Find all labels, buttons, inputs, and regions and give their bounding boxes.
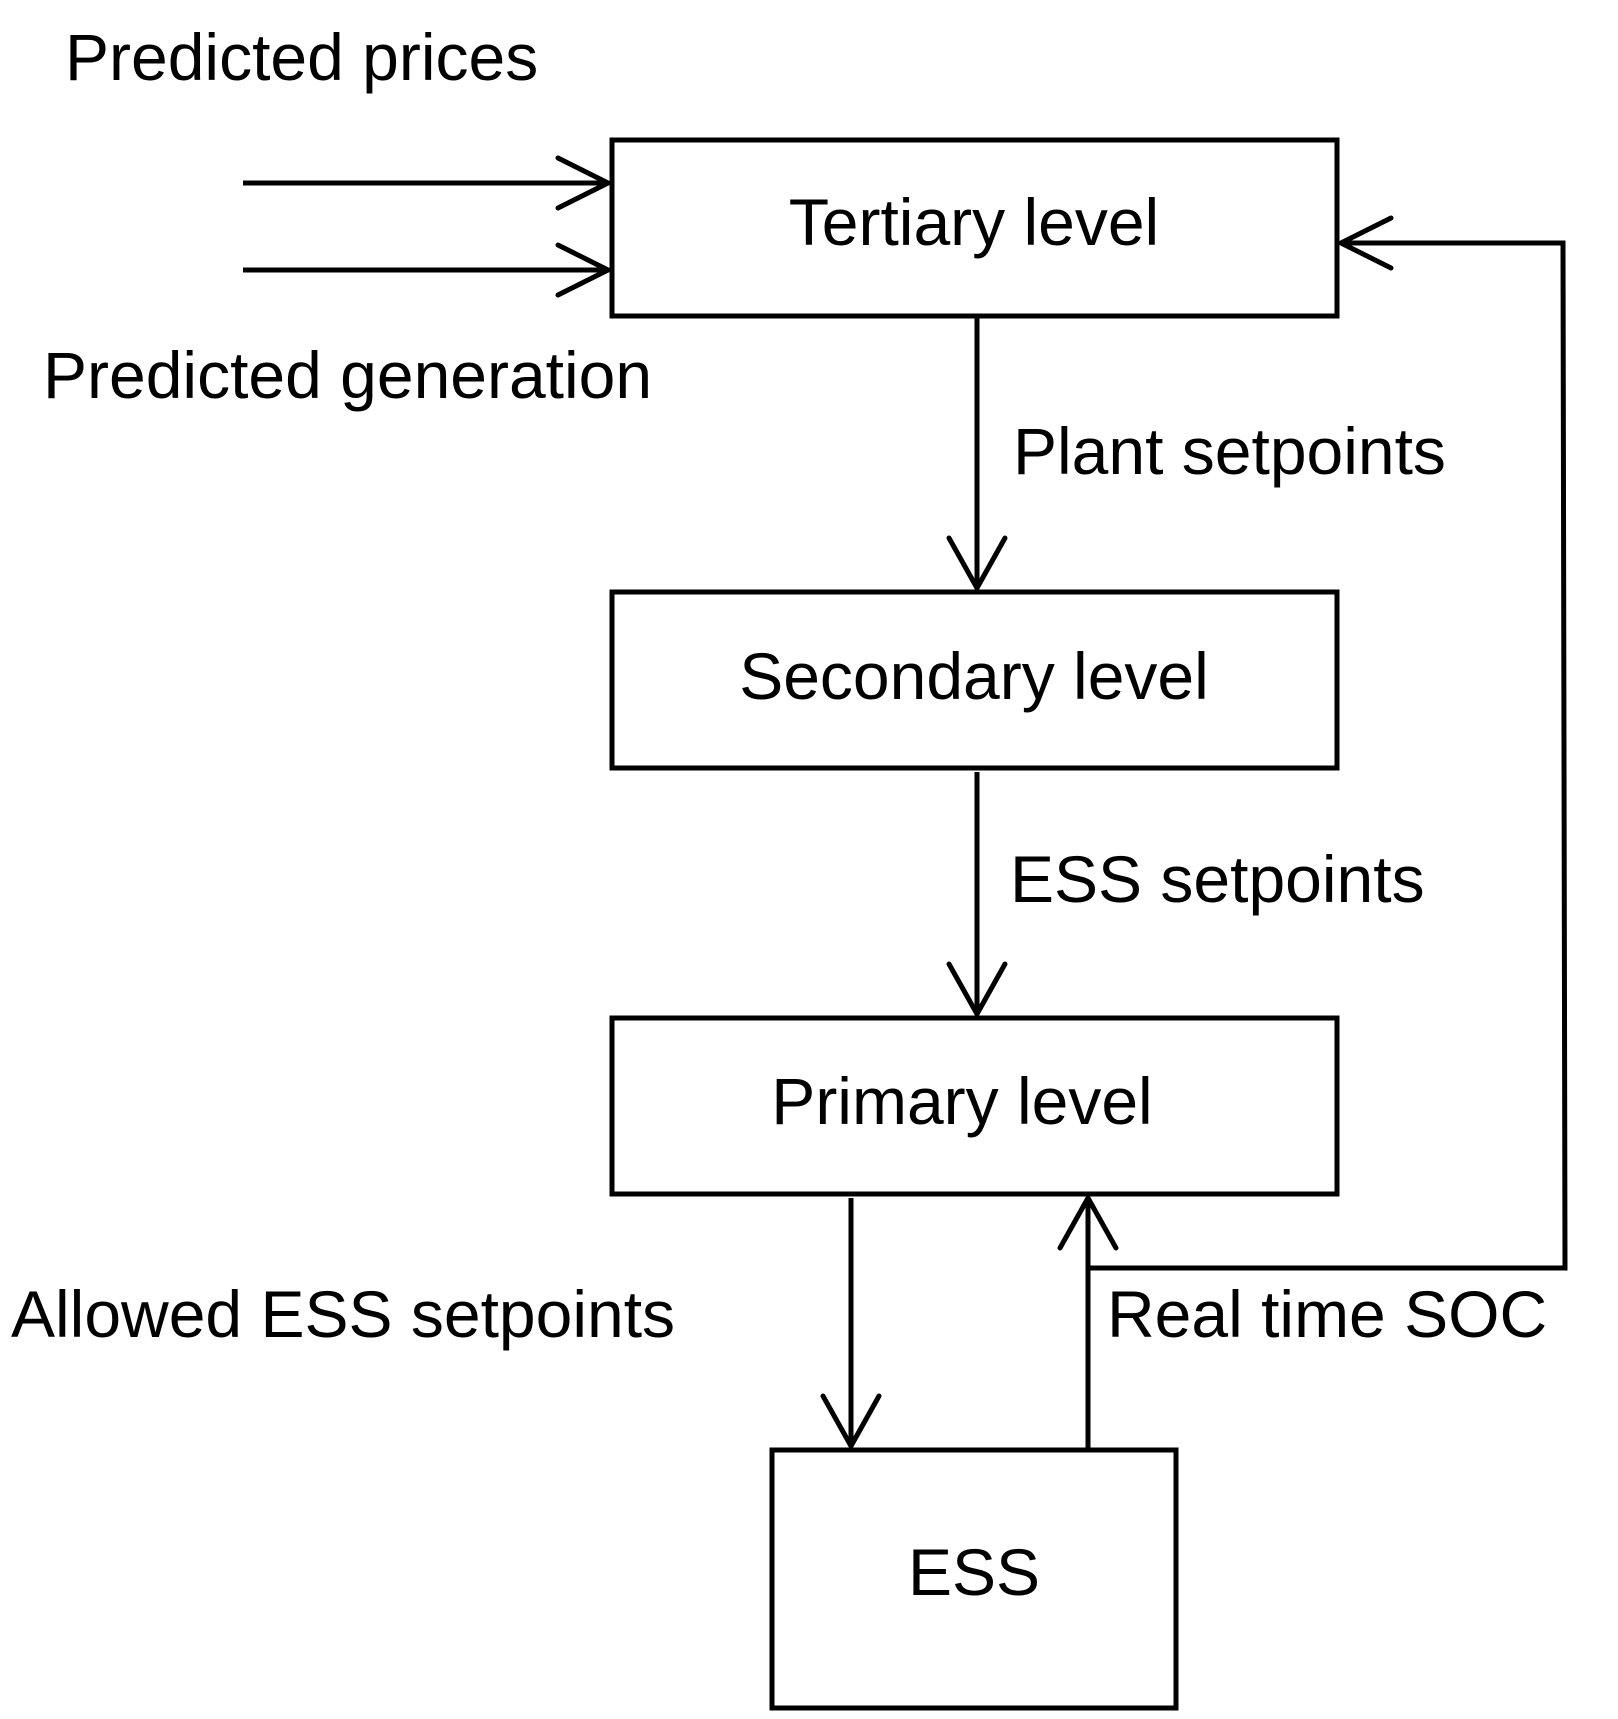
allowed-ess-setpoints-label: Allowed ESS setpoints	[11, 1277, 675, 1351]
secondary-level-label: Secondary level	[739, 639, 1209, 713]
allowed-ess-setpoints-arrow	[820, 1198, 882, 1449]
predicted-generation-label: Predicted generation	[43, 338, 652, 412]
real-time-soc-label: Real time SOC	[1107, 1277, 1547, 1351]
ess-setpoints-arrow	[946, 772, 1008, 1017]
plant-setpoints-label: Plant setpoints	[1013, 414, 1446, 488]
tertiary-level-label: Tertiary level	[789, 185, 1159, 259]
ess-box: ESS	[769, 1447, 1179, 1711]
real-time-soc-arrow	[1057, 1195, 1119, 1450]
primary-level-box: Primary level	[609, 1015, 1340, 1197]
plant-setpoints-arrow	[946, 318, 1008, 591]
primary-level-label: Primary level	[771, 1064, 1152, 1138]
soc-feedback-arrow	[1088, 215, 1568, 1271]
secondary-level-box: Secondary level	[609, 589, 1340, 771]
predicted-prices-arrow	[243, 155, 611, 211]
ess-setpoints-label: ESS setpoints	[1010, 842, 1425, 916]
ess-label: ESS	[908, 1535, 1040, 1609]
predicted-prices-label: Predicted prices	[65, 20, 538, 94]
tertiary-level-box: Tertiary level	[609, 137, 1340, 319]
predicted-generation-arrow	[243, 242, 611, 298]
